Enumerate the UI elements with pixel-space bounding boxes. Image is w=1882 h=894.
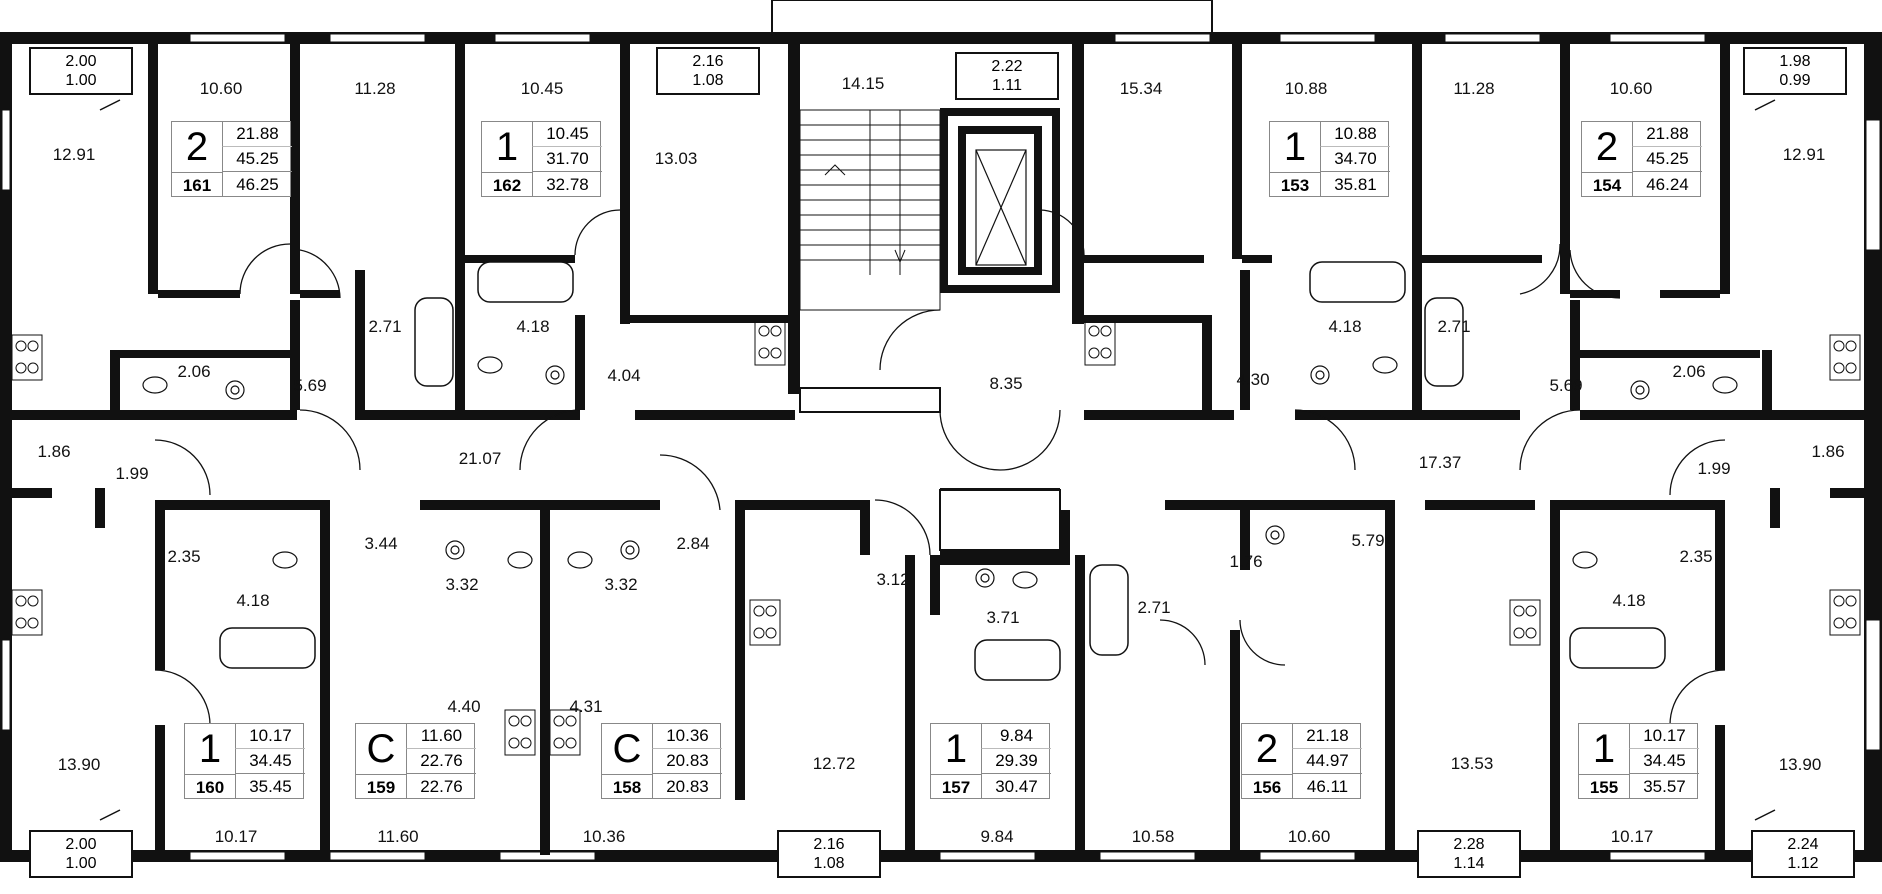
total-area: 22.76 (406, 749, 476, 774)
balcony-area: 2.16 (692, 53, 724, 70)
balcony-area-reduced: 0.99 (1779, 72, 1811, 89)
apartment-number: 155 (1579, 774, 1629, 800)
room-count: 1 (944, 726, 968, 771)
balcony-area-reduced: 1.00 (65, 72, 97, 89)
total-area: 34.45 (1629, 749, 1699, 774)
total-area-with-balcony: 46.11 (1292, 774, 1362, 799)
room-count: 2 (185, 124, 209, 169)
balcony-area-reduced: 1.08 (692, 72, 724, 89)
balcony-area: 2.00 (65, 836, 97, 853)
total-area: 45.25 (1632, 147, 1702, 172)
balcony: 2.24 1.12 (1751, 830, 1855, 878)
total-area-with-balcony: 35.45 (235, 774, 305, 799)
living-area: 10.17 (235, 724, 305, 749)
apartment-number: 160 (185, 774, 235, 800)
apartment-number: 162 (482, 172, 532, 198)
total-area-with-balcony: 35.57 (1629, 774, 1699, 799)
total-area-with-balcony: 46.25 (222, 172, 292, 197)
total-area-with-balcony: 22.76 (406, 774, 476, 799)
apartment-number: 159 (356, 774, 406, 800)
total-area-with-balcony: 20.83 (652, 774, 722, 799)
apartment-number: 158 (602, 774, 652, 800)
bathroom-fixtures (142, 356, 1738, 589)
windows (1, 33, 1881, 861)
balcony-area-reduced: 1.12 (1787, 855, 1819, 872)
total-area-with-balcony: 30.47 (981, 774, 1051, 799)
kitchen-fixtures (11, 319, 1861, 756)
total-area: 34.70 (1320, 147, 1390, 172)
room-count: 1 (1283, 124, 1307, 169)
apartment-card-158[interactable]: C 158 10.36 20.83 20.83 (601, 723, 722, 800)
apartment-card-155[interactable]: 1 155 10.17 34.45 35.57 (1578, 723, 1699, 800)
total-area-with-balcony: 32.78 (532, 172, 602, 197)
balcony: 2.00 1.00 (29, 47, 133, 95)
balcony-area: 2.28 (1453, 836, 1485, 853)
room-count: 2 (1595, 124, 1619, 169)
balcony-area-reduced: 1.11 (992, 77, 1022, 94)
apartment-number: 157 (931, 774, 981, 800)
balcony: 2.00 1.00 (29, 830, 133, 878)
total-area: 45.25 (222, 147, 292, 172)
entrance-canopy (771, 0, 1213, 35)
balcony-area: 2.16 (813, 836, 845, 853)
staircase-icon (799, 109, 941, 311)
room-count: 1 (198, 726, 222, 771)
apartment-card-160[interactable]: 1 160 10.17 34.45 35.45 (184, 723, 305, 800)
balcony: 2.28 1.14 (1417, 830, 1521, 878)
total-area: 34.45 (235, 749, 305, 774)
interior-walls (12, 44, 1870, 855)
living-area: 9.84 (981, 724, 1051, 749)
living-area: 21.88 (1632, 122, 1702, 147)
balcony: 2.16 1.08 (656, 47, 760, 95)
room-count: 2 (1255, 726, 1279, 771)
apartment-card-162[interactable]: 1 162 10.45 31.70 32.78 (481, 121, 602, 198)
room-count: 1 (1592, 726, 1616, 771)
elevator-icon (975, 149, 1027, 266)
total-area: 20.83 (652, 749, 722, 774)
total-area: 29.39 (981, 749, 1051, 774)
bathtubs (219, 261, 1666, 681)
living-area: 10.88 (1320, 122, 1390, 147)
room-count: 1 (495, 124, 519, 169)
total-area-with-balcony: 46.24 (1632, 172, 1702, 197)
apartment-card-153[interactable]: 1 153 10.88 34.70 35.81 (1269, 121, 1390, 198)
balcony-area-reduced: 1.14 (1453, 855, 1485, 872)
room-count: C (612, 726, 642, 771)
balcony-area-reduced: 1.08 (813, 855, 845, 872)
living-area: 21.18 (1292, 724, 1362, 749)
apartment-number: 153 (1270, 172, 1320, 198)
total-area: 31.70 (532, 147, 602, 172)
balcony-area: 2.00 (65, 53, 97, 70)
door-swings (154, 209, 1726, 726)
utility-shafts (799, 387, 1061, 551)
apartment-number: 156 (1242, 774, 1292, 800)
room-count: C (366, 726, 396, 771)
living-area: 11.60 (406, 724, 476, 749)
total-area: 44.97 (1292, 749, 1362, 774)
balcony-markers (99, 99, 1776, 821)
balcony-area: 1.98 (1779, 53, 1811, 70)
balcony-area: 2.24 (1787, 836, 1819, 853)
balcony: 2.16 1.08 (777, 830, 881, 878)
living-area: 10.17 (1629, 724, 1699, 749)
apartment-card-157[interactable]: 1 157 9.84 29.39 30.47 (930, 723, 1051, 800)
balcony: 2.22 1.11 (955, 52, 1059, 100)
balcony-area: 2.22 (991, 58, 1023, 75)
living-area: 10.36 (652, 724, 722, 749)
apartment-number: 154 (1582, 172, 1632, 198)
apartment-card-154[interactable]: 2 154 21.88 45.25 46.24 (1581, 121, 1702, 198)
living-area: 10.45 (532, 122, 602, 147)
balcony: 1.98 0.99 (1743, 47, 1847, 95)
apartment-card-161[interactable]: 2 161 21.88 45.25 46.25 (171, 121, 292, 198)
total-area-with-balcony: 35.81 (1320, 172, 1390, 197)
balcony-area-reduced: 1.00 (65, 855, 97, 872)
apartment-number: 161 (172, 172, 222, 198)
apartment-card-159[interactable]: C 159 11.60 22.76 22.76 (355, 723, 476, 800)
living-area: 21.88 (222, 122, 292, 147)
apartment-card-156[interactable]: 2 156 21.18 44.97 46.11 (1241, 723, 1362, 800)
